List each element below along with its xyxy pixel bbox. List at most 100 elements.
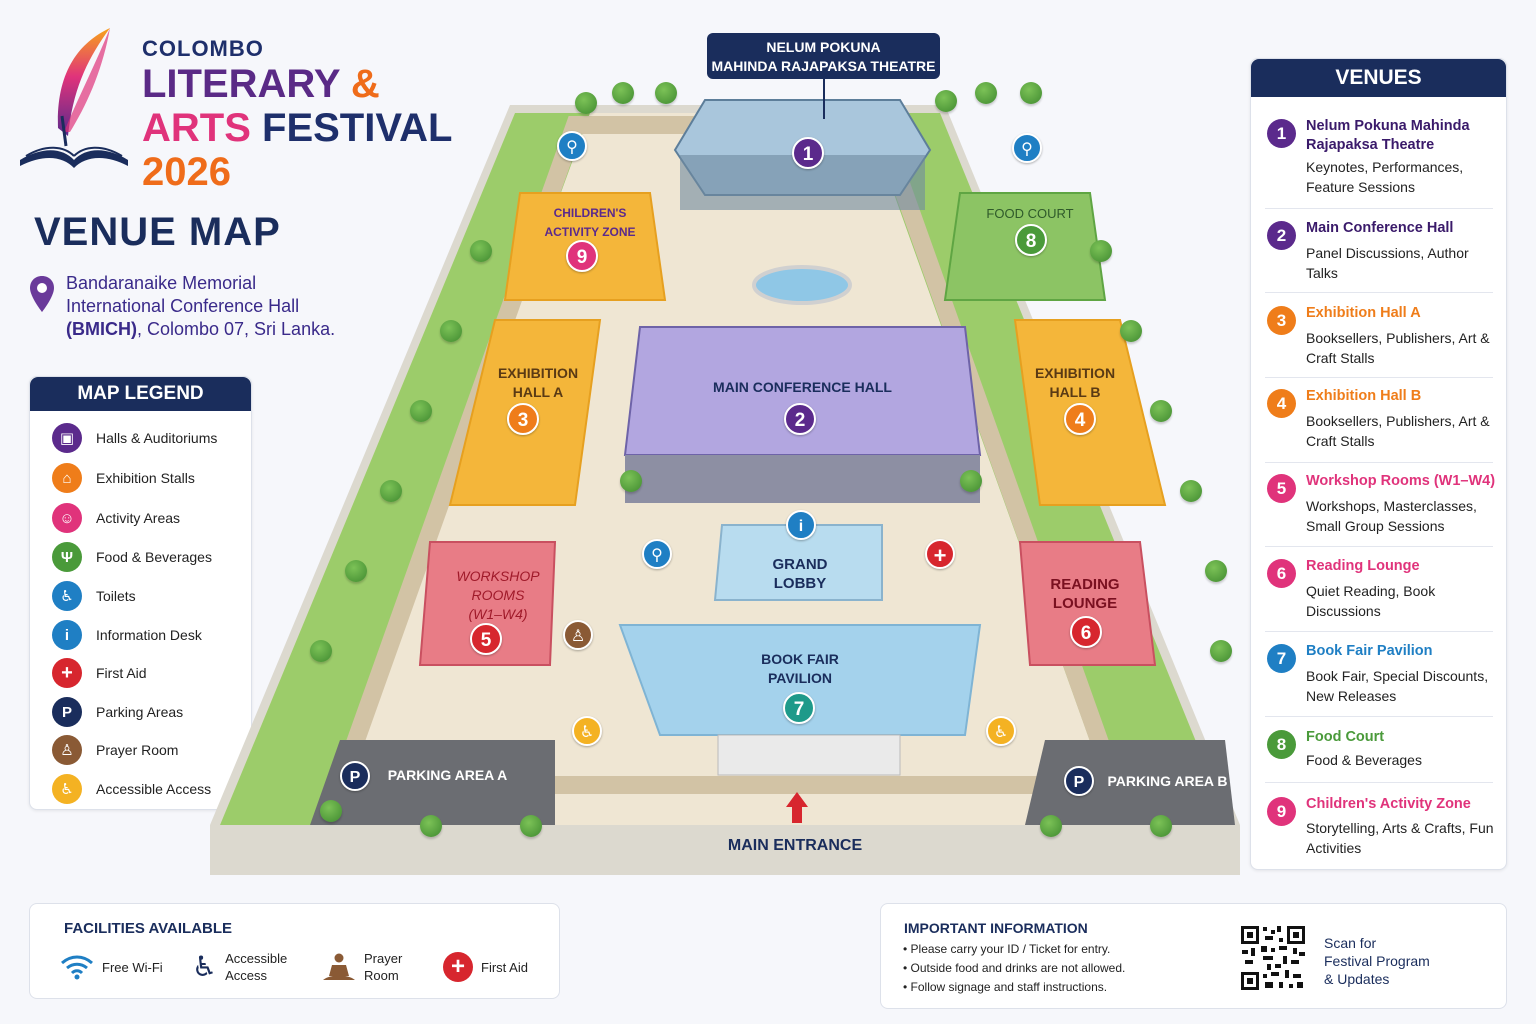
- first-aid-icon: +: [52, 658, 82, 688]
- marker-4[interactable]: 4: [1064, 403, 1096, 435]
- qr-label-line-3: & Updates: [1324, 971, 1390, 987]
- marker-8[interactable]: 8: [1015, 224, 1047, 256]
- prayer-icon: [323, 953, 355, 980]
- wheelchair-icon: ♿: [192, 951, 218, 982]
- toilet-icon[interactable]: ⚲: [557, 131, 587, 161]
- logo-line-arts-festival: ARTS FESTIVAL: [142, 106, 452, 150]
- qr-label-line-2: Festival Program: [1324, 953, 1430, 969]
- label-book-fair-line-2: PAVILION: [767, 670, 833, 686]
- venue-item[interactable]: 9 Children's Activity Zone Storytelling,…: [1265, 795, 1494, 861]
- tree-icon: [1205, 560, 1227, 582]
- venue-item[interactable]: 2 Main Conference Hall Panel Discussions…: [1265, 219, 1493, 293]
- label-reading-line-2: LOUNGE: [1052, 595, 1118, 612]
- first-aid-icon[interactable]: +: [925, 539, 955, 569]
- toilet-icon[interactable]: ⚲: [1012, 133, 1042, 163]
- label-parking-b: PARKING AREA B: [1107, 773, 1228, 789]
- legend-item: ☺Activity Areas: [52, 502, 180, 534]
- venue-number: 5: [1267, 474, 1296, 503]
- venue-item[interactable]: 1 Nelum Pokuna Mahinda Rajapaksa Theatre…: [1265, 117, 1493, 209]
- label-workshop-line-1: WORKSHOP: [456, 568, 540, 584]
- tree-icon: [620, 470, 642, 492]
- label-grand-lobby-line-2: LOBBY: [773, 575, 827, 592]
- marker-9[interactable]: 9: [566, 240, 598, 272]
- label-parking-a: PARKING AREA A: [387, 767, 508, 783]
- theatre-callout-line-2: MAHINDA RAJAPAKSA THEATRE: [711, 58, 936, 74]
- venues-panel: VENUES 1 Nelum Pokuna Mahinda Rajapaksa …: [1250, 58, 1507, 870]
- marker-5[interactable]: 5: [470, 623, 502, 655]
- wheelchair-icon[interactable]: ♿: [572, 716, 602, 746]
- venue-number: 6: [1267, 559, 1296, 588]
- tree-icon: [1040, 815, 1062, 837]
- tree-icon: [440, 320, 462, 342]
- address-city: , Colombo 07, Sri Lanka.: [136, 319, 336, 339]
- legend-label: Prayer Room: [96, 742, 179, 758]
- marker-7[interactable]: 7: [783, 692, 815, 724]
- grand-lobby-ground: [713, 524, 883, 601]
- venue-number: 3: [1267, 306, 1296, 335]
- main-hall-facade: [625, 455, 980, 503]
- venue-item[interactable]: 4 Exhibition Hall B Booksellers, Publish…: [1265, 387, 1493, 463]
- stall-icon: ⌂: [52, 463, 82, 493]
- venue-title: Workshop Rooms (W1–W4): [1306, 473, 1496, 489]
- tree-icon: [520, 815, 542, 837]
- marker-1[interactable]: 1: [792, 137, 824, 169]
- info-icon[interactable]: i: [786, 510, 816, 540]
- venue-number: 1: [1267, 119, 1296, 148]
- theatre-callout-line-1: NELUM POKUNA: [766, 39, 881, 55]
- parking-icon[interactable]: P: [340, 761, 370, 791]
- venue-desc: Quiet Reading, Book Discussions: [1306, 583, 1436, 619]
- venue-title: Exhibition Hall A: [1306, 305, 1421, 321]
- marker-6[interactable]: 6: [1070, 616, 1102, 648]
- facility-first-aid: + First Aid: [443, 952, 528, 982]
- label-main-conference-hall: MAIN CONFERENCE HALL: [713, 379, 892, 395]
- venue-item[interactable]: 7 Book Fair Pavilion Book Fair, Special …: [1265, 642, 1493, 717]
- entrance-arrow-icon: [786, 792, 808, 823]
- qr-code-icon[interactable]: [1239, 924, 1307, 992]
- page-title: VENUE MAP: [34, 210, 281, 254]
- legend-label: First Aid: [96, 665, 147, 681]
- parking-icon[interactable]: P: [1064, 766, 1094, 796]
- wheelchair-icon[interactable]: ♿: [986, 716, 1016, 746]
- label-workshop-line-2: ROOMS: [471, 587, 525, 603]
- marker-2[interactable]: 2: [784, 403, 816, 435]
- venue-number: 7: [1267, 644, 1296, 673]
- toilet-icon[interactable]: ⚲: [642, 539, 672, 569]
- logo-line-literary: LITERARY &: [142, 62, 380, 106]
- venue-item[interactable]: 8 Food Court Food & Beverages: [1265, 728, 1493, 783]
- marker-3[interactable]: 3: [507, 403, 539, 435]
- tree-icon: [1090, 240, 1112, 262]
- map-legend: MAP LEGEND ▣Halls & Auditoriums ⌂Exhibit…: [29, 376, 252, 810]
- venue-item[interactable]: 3 Exhibition Hall A Booksellers, Publish…: [1265, 304, 1493, 378]
- facility-accessible-line-1: Accessible: [225, 951, 288, 966]
- prayer-icon[interactable]: ♙: [563, 620, 593, 650]
- venue-number: 9: [1267, 797, 1296, 826]
- facilities-title: FACILITIES AVAILABLE: [64, 920, 233, 937]
- venue-item[interactable]: 5 Workshop Rooms (W1–W4) Workshops, Mast…: [1265, 472, 1496, 547]
- logo-word-festival: FESTIVAL: [262, 106, 453, 150]
- tree-icon: [1150, 815, 1172, 837]
- wifi-icon: [61, 955, 93, 980]
- legend-label: Food & Beverages: [96, 549, 212, 565]
- label-exhibition-a-line-1: EXHIBITION: [497, 365, 579, 381]
- venue-item[interactable]: 6 Reading Lounge Quiet Reading, Book Dis…: [1265, 557, 1493, 632]
- legend-item: ♿Toilets: [52, 580, 136, 612]
- tree-icon: [975, 82, 997, 104]
- facility-prayer-line-1: Prayer: [364, 951, 403, 966]
- legend-label: Exhibition Stalls: [96, 470, 195, 486]
- label-childrens-line-1: CHILDREN'S: [553, 206, 627, 220]
- legend-label: Halls & Auditoriums: [96, 430, 218, 446]
- festival-logo: [18, 28, 448, 198]
- tree-icon: [310, 640, 332, 662]
- tree-icon: [1210, 640, 1232, 662]
